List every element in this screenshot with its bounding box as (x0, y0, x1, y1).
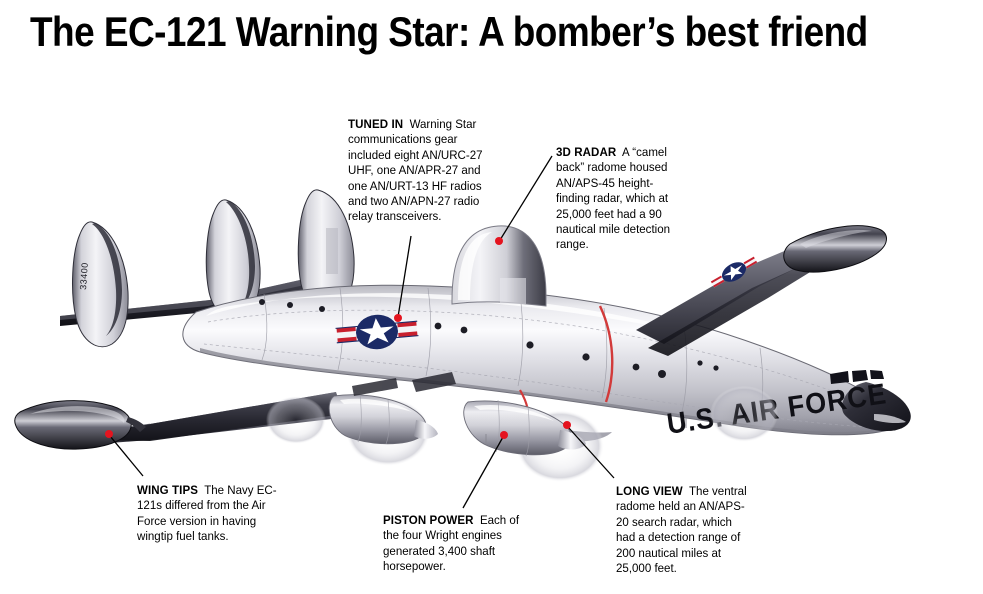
engine-pylons (352, 372, 456, 396)
callout-long-view: LONG VIEW The ventral radome held an AN/… (616, 484, 752, 576)
callout-lead-wing-tips: WING TIPS (137, 483, 199, 497)
cockpit-windows (830, 370, 884, 384)
dorsal-radome (451, 225, 547, 307)
right-wing (636, 225, 887, 356)
callout-body-piston-power: Each of the four Wright engines generate… (383, 513, 520, 574)
page-title: The EC-121 Warning Star: A bomber’s best… (30, 8, 868, 55)
callout-lead-3d-radar: 3D RADAR (556, 145, 617, 159)
callout-body-3d-radar: A “camel back” radome housed AN/APS-45 h… (556, 145, 671, 252)
tail-fin-right (297, 189, 355, 312)
callout-piston-power: PISTON POWER Each of the four Wright eng… (383, 513, 524, 575)
left-wingtip-fuel-tank (14, 400, 146, 450)
propeller-disc-outboard (710, 386, 778, 442)
cabin-windows (259, 299, 719, 378)
callout-lead-long-view: LONG VIEW (616, 484, 683, 498)
tail-fin-left: 33400 (72, 221, 129, 348)
callout-lead-tuned-in: TUNED IN (348, 117, 404, 131)
callout-lead-piston-power: PISTON POWER (383, 513, 474, 527)
callout-tuned-in: TUNED IN Warning Star communications gea… (348, 117, 488, 225)
propeller-disc-rear (266, 396, 326, 444)
right-wingtip-fuel-tank (783, 225, 887, 273)
callout-body-long-view: The ventral radome held an AN/APS-20 sea… (616, 484, 747, 576)
engine-nacelle-2 (463, 399, 604, 482)
tail-serial-number: 33400 (78, 262, 90, 290)
callout-3d-radar: 3D RADAR A “camel back” radome housed AN… (556, 145, 686, 253)
callout-body-wing-tips: The Navy EC-121s differed from the Air F… (137, 483, 277, 544)
engine-nacelle-1 (328, 393, 438, 466)
fuselage-roundel (335, 314, 419, 350)
nose-radome (842, 382, 911, 432)
callout-body-tuned-in: Warning Star communications gear include… (348, 117, 483, 224)
callout-wing-tips: WING TIPS The Navy EC-121s differed from… (137, 483, 278, 545)
ventral-radome-marker (598, 305, 614, 403)
tail-assembly: 33400 (60, 189, 355, 348)
